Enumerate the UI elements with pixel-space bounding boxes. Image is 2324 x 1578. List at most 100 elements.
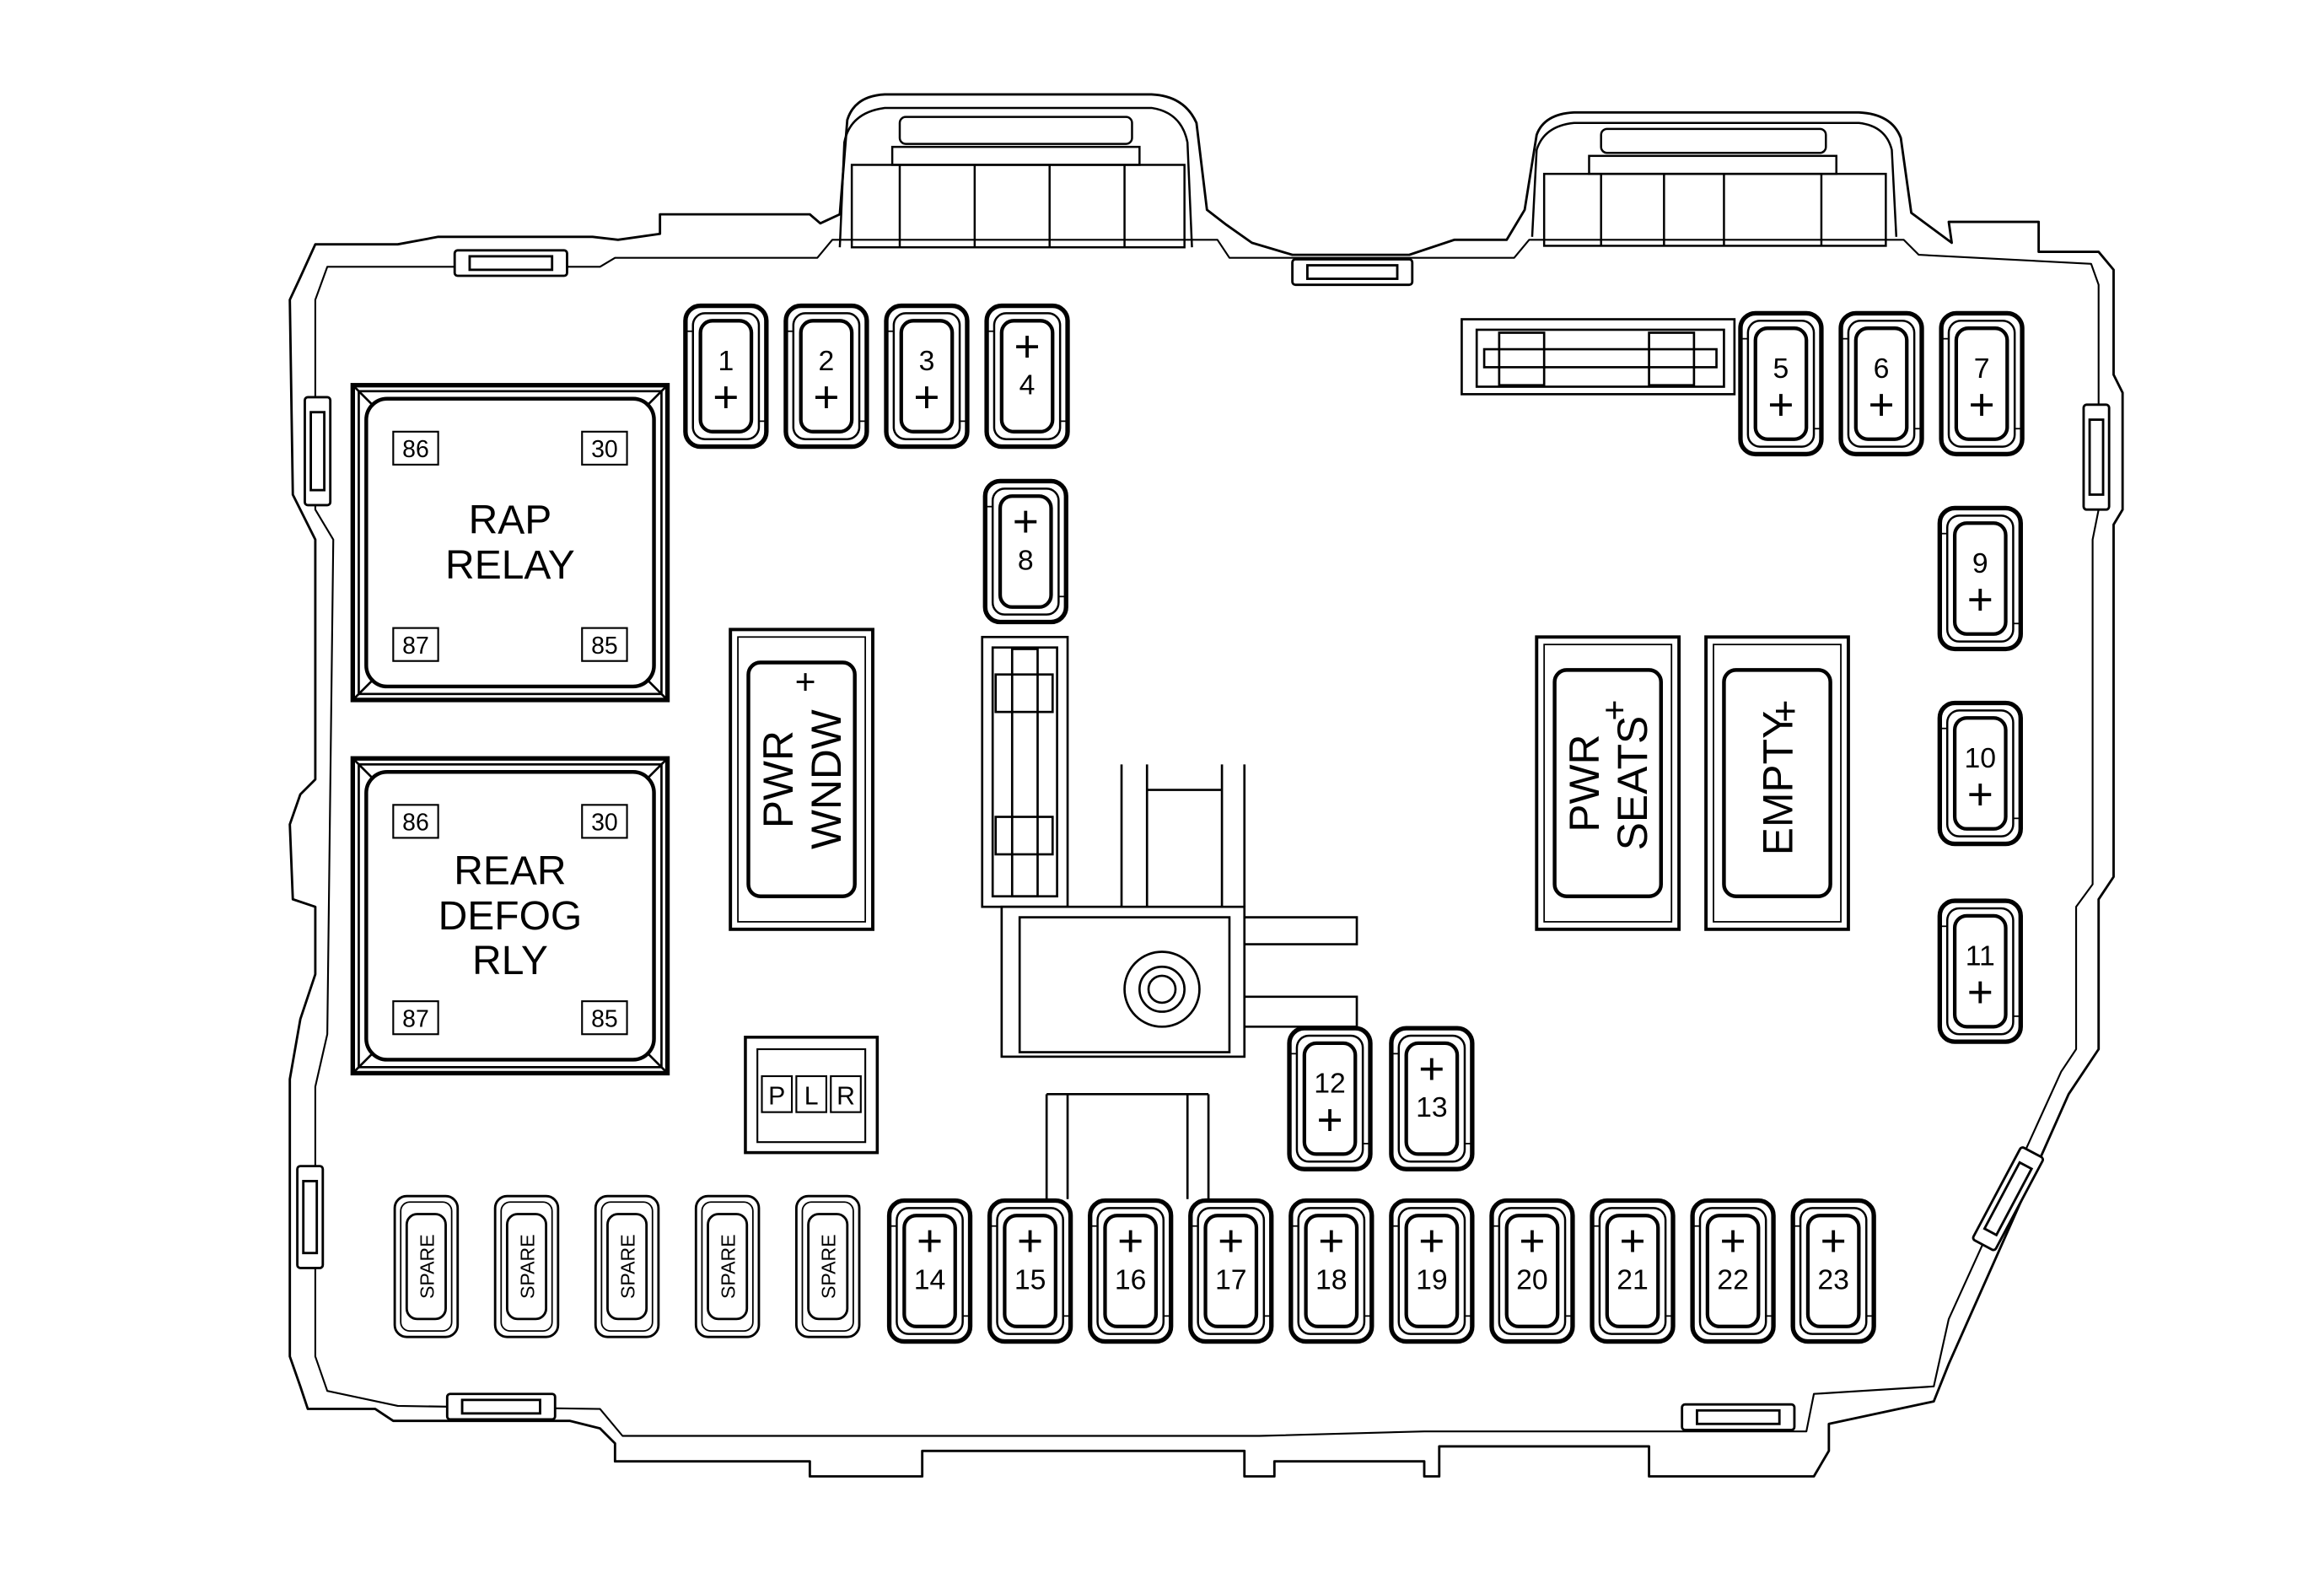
spare-fuse-label: SPARE: [616, 1234, 638, 1299]
fuse-7-number: 7: [1974, 353, 1990, 385]
maxi-fuse-label-line: PWR: [755, 730, 802, 828]
relay-label-line: RLY: [472, 939, 548, 983]
maxi-fuse-plus-sign: +: [795, 662, 816, 703]
relay-pin-label: 85: [591, 633, 618, 660]
plr-connector: P L R: [744, 1036, 880, 1155]
relay-label-line: RELAY: [445, 543, 575, 588]
fuse-13-plus-sign: +: [1418, 1044, 1444, 1094]
fuse-9-number: 9: [1972, 547, 1988, 579]
maxi-fuse-plus-sign: +: [1774, 688, 1797, 732]
spare-fuse-label: SPARE: [516, 1234, 538, 1299]
fuse-11-plus-sign: +: [1967, 967, 1993, 1017]
top-latch-tabs: [838, 106, 1898, 249]
fuse-20-plus-sign: +: [1519, 1216, 1545, 1266]
fuse-11-number: 11: [1966, 940, 1995, 972]
maxi-fuse-label-line: WNDW: [803, 709, 850, 849]
fuse-4-number: 4: [1019, 369, 1036, 401]
fuse-5-number: 5: [1773, 353, 1789, 385]
fuse-20-number: 20: [1516, 1263, 1548, 1295]
maxi-fuse-label-line: PWR: [1561, 735, 1608, 832]
connector-pin-l: L: [804, 1083, 819, 1111]
relay-label-line: REAR: [454, 849, 566, 894]
center-connector: [981, 635, 1069, 908]
fuse-18-plus-sign: +: [1318, 1216, 1344, 1266]
fuse-4-plus-sign: +: [1014, 321, 1040, 371]
spare-fuse: SPARE: [794, 1194, 861, 1338]
mini-fuses: 1+2+3+4+5+6+7+8+9+10+11+12+13+14+15+16+1…: [683, 303, 2025, 1344]
battery-stud: [1000, 764, 1358, 1199]
fuse-12-number: 12: [1314, 1068, 1346, 1100]
fuse-17: 17+: [1188, 1198, 1274, 1344]
fuse-3-plus-sign: +: [913, 373, 939, 423]
spare-fuse: SPARE: [493, 1194, 560, 1338]
fuse-22: 22+: [1690, 1198, 1776, 1344]
fuse-1-plus-sign: +: [713, 373, 739, 423]
spare-fuse: SPARE: [694, 1194, 761, 1338]
fuse-14-plus-sign: +: [917, 1216, 943, 1266]
fuse-22-number: 22: [1717, 1263, 1749, 1295]
fuse-9-plus-sign: +: [1967, 575, 1993, 625]
fuse-8-number: 8: [1018, 544, 1034, 576]
relay-pin-label: 87: [402, 633, 429, 660]
fuse-18-number: 18: [1315, 1263, 1348, 1295]
fuse-22-plus-sign: +: [1720, 1216, 1746, 1266]
fuse-18: 18+: [1288, 1198, 1374, 1344]
fuse-4: 4+: [984, 303, 1070, 450]
fuse-19: 19+: [1389, 1198, 1475, 1344]
fuse-11: 11+: [1937, 898, 2023, 1044]
fuse-1: 1+: [683, 303, 769, 450]
edge-clips: [296, 249, 2111, 1431]
connector-pin-r: R: [837, 1083, 855, 1111]
fuse-16-plus-sign: +: [1117, 1216, 1143, 1266]
fuse-8-plus-sign: +: [1013, 497, 1039, 547]
fuse-20: 20+: [1489, 1198, 1575, 1344]
spare-fuse-label: SPARE: [818, 1234, 840, 1299]
fuse-6: 6+: [1838, 310, 1924, 457]
maxi-fuse-label-line: EMPTY: [1754, 711, 1801, 855]
fuse-12: 12+: [1287, 1026, 1373, 1171]
spare-fuse: SPARE: [594, 1194, 660, 1338]
top-right-connector: [1461, 318, 1736, 396]
fuse-10-number: 10: [1965, 742, 1997, 774]
fuse-21-plus-sign: +: [1619, 1216, 1645, 1266]
fuse-1-number: 1: [718, 345, 734, 377]
relay-pin-label: 86: [402, 436, 429, 463]
spare-fuse-label: SPARE: [718, 1234, 740, 1299]
fuse-2: 2+: [783, 303, 869, 450]
fuse-3: 3+: [884, 303, 970, 450]
relay-pin-label: 30: [591, 436, 618, 463]
fuse-19-number: 19: [1416, 1263, 1448, 1295]
fuse-16: 16+: [1088, 1198, 1174, 1344]
fuse-23-plus-sign: +: [1821, 1216, 1847, 1266]
fuse-16-number: 16: [1115, 1263, 1147, 1295]
fuse-21-number: 21: [1617, 1263, 1649, 1295]
fuse-8: 8+: [982, 478, 1068, 625]
fuse-12-plus-sign: +: [1316, 1095, 1342, 1144]
fuse-21: 21+: [1590, 1198, 1676, 1344]
maxi-fuse-plus-sign: +: [1604, 691, 1625, 731]
fuse-13-number: 13: [1416, 1091, 1448, 1123]
fuse-6-plus-sign: +: [1868, 380, 1894, 430]
relay-label-line: DEFOG: [438, 894, 583, 939]
fuse-23-number: 23: [1817, 1263, 1849, 1295]
fuse-19-plus-sign: +: [1418, 1216, 1444, 1266]
fuse-17-number: 17: [1215, 1263, 1247, 1295]
fuse-10: 10+: [1937, 700, 2023, 847]
fuse-2-plus-sign: +: [813, 373, 839, 423]
fuse-5: 5+: [1738, 310, 1824, 457]
fuse-17-plus-sign: +: [1218, 1216, 1244, 1266]
fuse-2-number: 2: [819, 345, 835, 377]
maxi-fuse-label-line: SEATS: [1609, 716, 1656, 850]
fuse-10-plus-sign: +: [1967, 770, 1993, 820]
fuse-7-plus-sign: +: [1969, 380, 1995, 430]
relay-pin-label: 30: [591, 810, 618, 837]
maxi-fuse-empty: EMPTY+: [1704, 635, 1850, 931]
relay-pin-label: 87: [402, 1005, 429, 1032]
fuse-15-plus-sign: +: [1017, 1216, 1043, 1266]
